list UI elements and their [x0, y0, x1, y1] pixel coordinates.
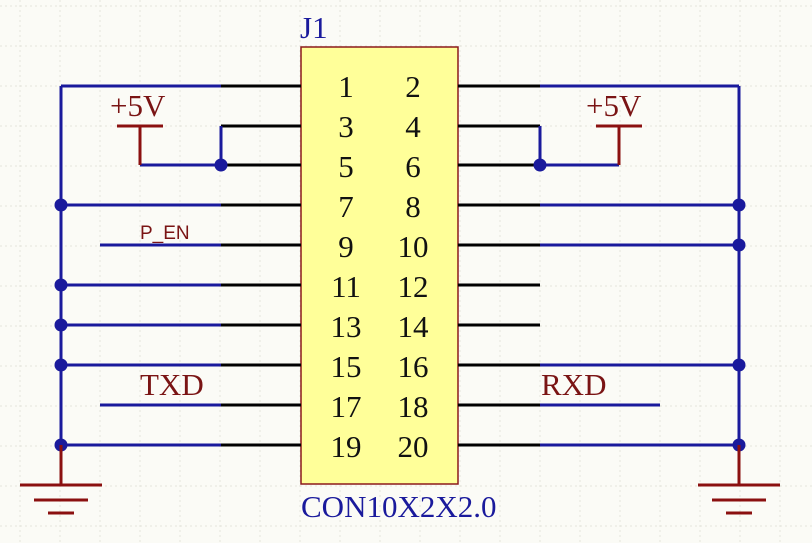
pin-number: 8 [405, 189, 421, 224]
junction-dot [732, 238, 746, 252]
junction-dot [54, 278, 68, 292]
net-label-p-en: P_EN [140, 223, 190, 244]
pin-number: 4 [405, 109, 421, 144]
pin-number: 15 [331, 349, 362, 384]
pin-number: 3 [338, 109, 354, 144]
pin-number: 13 [331, 309, 362, 344]
pin-leads [221, 84, 540, 447]
pin-number: 2 [405, 69, 421, 104]
junction-dot [533, 158, 547, 172]
pin-number: 12 [398, 269, 429, 304]
connector-body[interactable] [300, 46, 459, 485]
part-name-label: CON10X2X2.0 [301, 489, 496, 524]
left-pin-numbers: 1 3 5 7 9 11 13 15 17 19 [331, 69, 362, 464]
junction-dot [54, 358, 68, 372]
pin-number: 20 [398, 429, 429, 464]
junction-dot [732, 198, 746, 212]
junction-dot [54, 198, 68, 212]
pin-number: 7 [338, 189, 354, 224]
junctions [54, 158, 746, 452]
right-pin-numbers: 2 4 6 8 10 12 14 16 18 20 [398, 69, 430, 464]
designator-label: J1 [300, 10, 328, 45]
pin-number: 19 [331, 429, 362, 464]
pin-number: 6 [405, 149, 421, 184]
junction-dot [732, 358, 746, 372]
ground-symbol-right[interactable] [698, 445, 780, 515]
pin-number: 18 [398, 389, 429, 424]
pin-number: 17 [331, 389, 362, 424]
vcc-symbol-left[interactable]: +5V [110, 88, 166, 165]
pin-number: 1 [338, 69, 354, 104]
pin-number: 5 [338, 149, 354, 184]
vcc-symbol-right[interactable]: +5V [586, 88, 642, 165]
junction-dot [214, 158, 228, 172]
pin-number: 9 [338, 229, 354, 264]
pin-number: 16 [398, 349, 429, 384]
pin-number: 10 [398, 229, 429, 264]
ground-symbol-left[interactable] [20, 445, 102, 515]
vcc-label-left: +5V [110, 88, 166, 123]
vcc-label-right: +5V [586, 88, 642, 123]
right-wiring [538, 84, 741, 447]
pin-number: 14 [398, 309, 430, 344]
net-label-txd: TXD [140, 367, 204, 402]
pin-number: 11 [331, 269, 361, 304]
net-label-rxd: RXD [541, 367, 606, 402]
junction-dot [54, 318, 68, 332]
